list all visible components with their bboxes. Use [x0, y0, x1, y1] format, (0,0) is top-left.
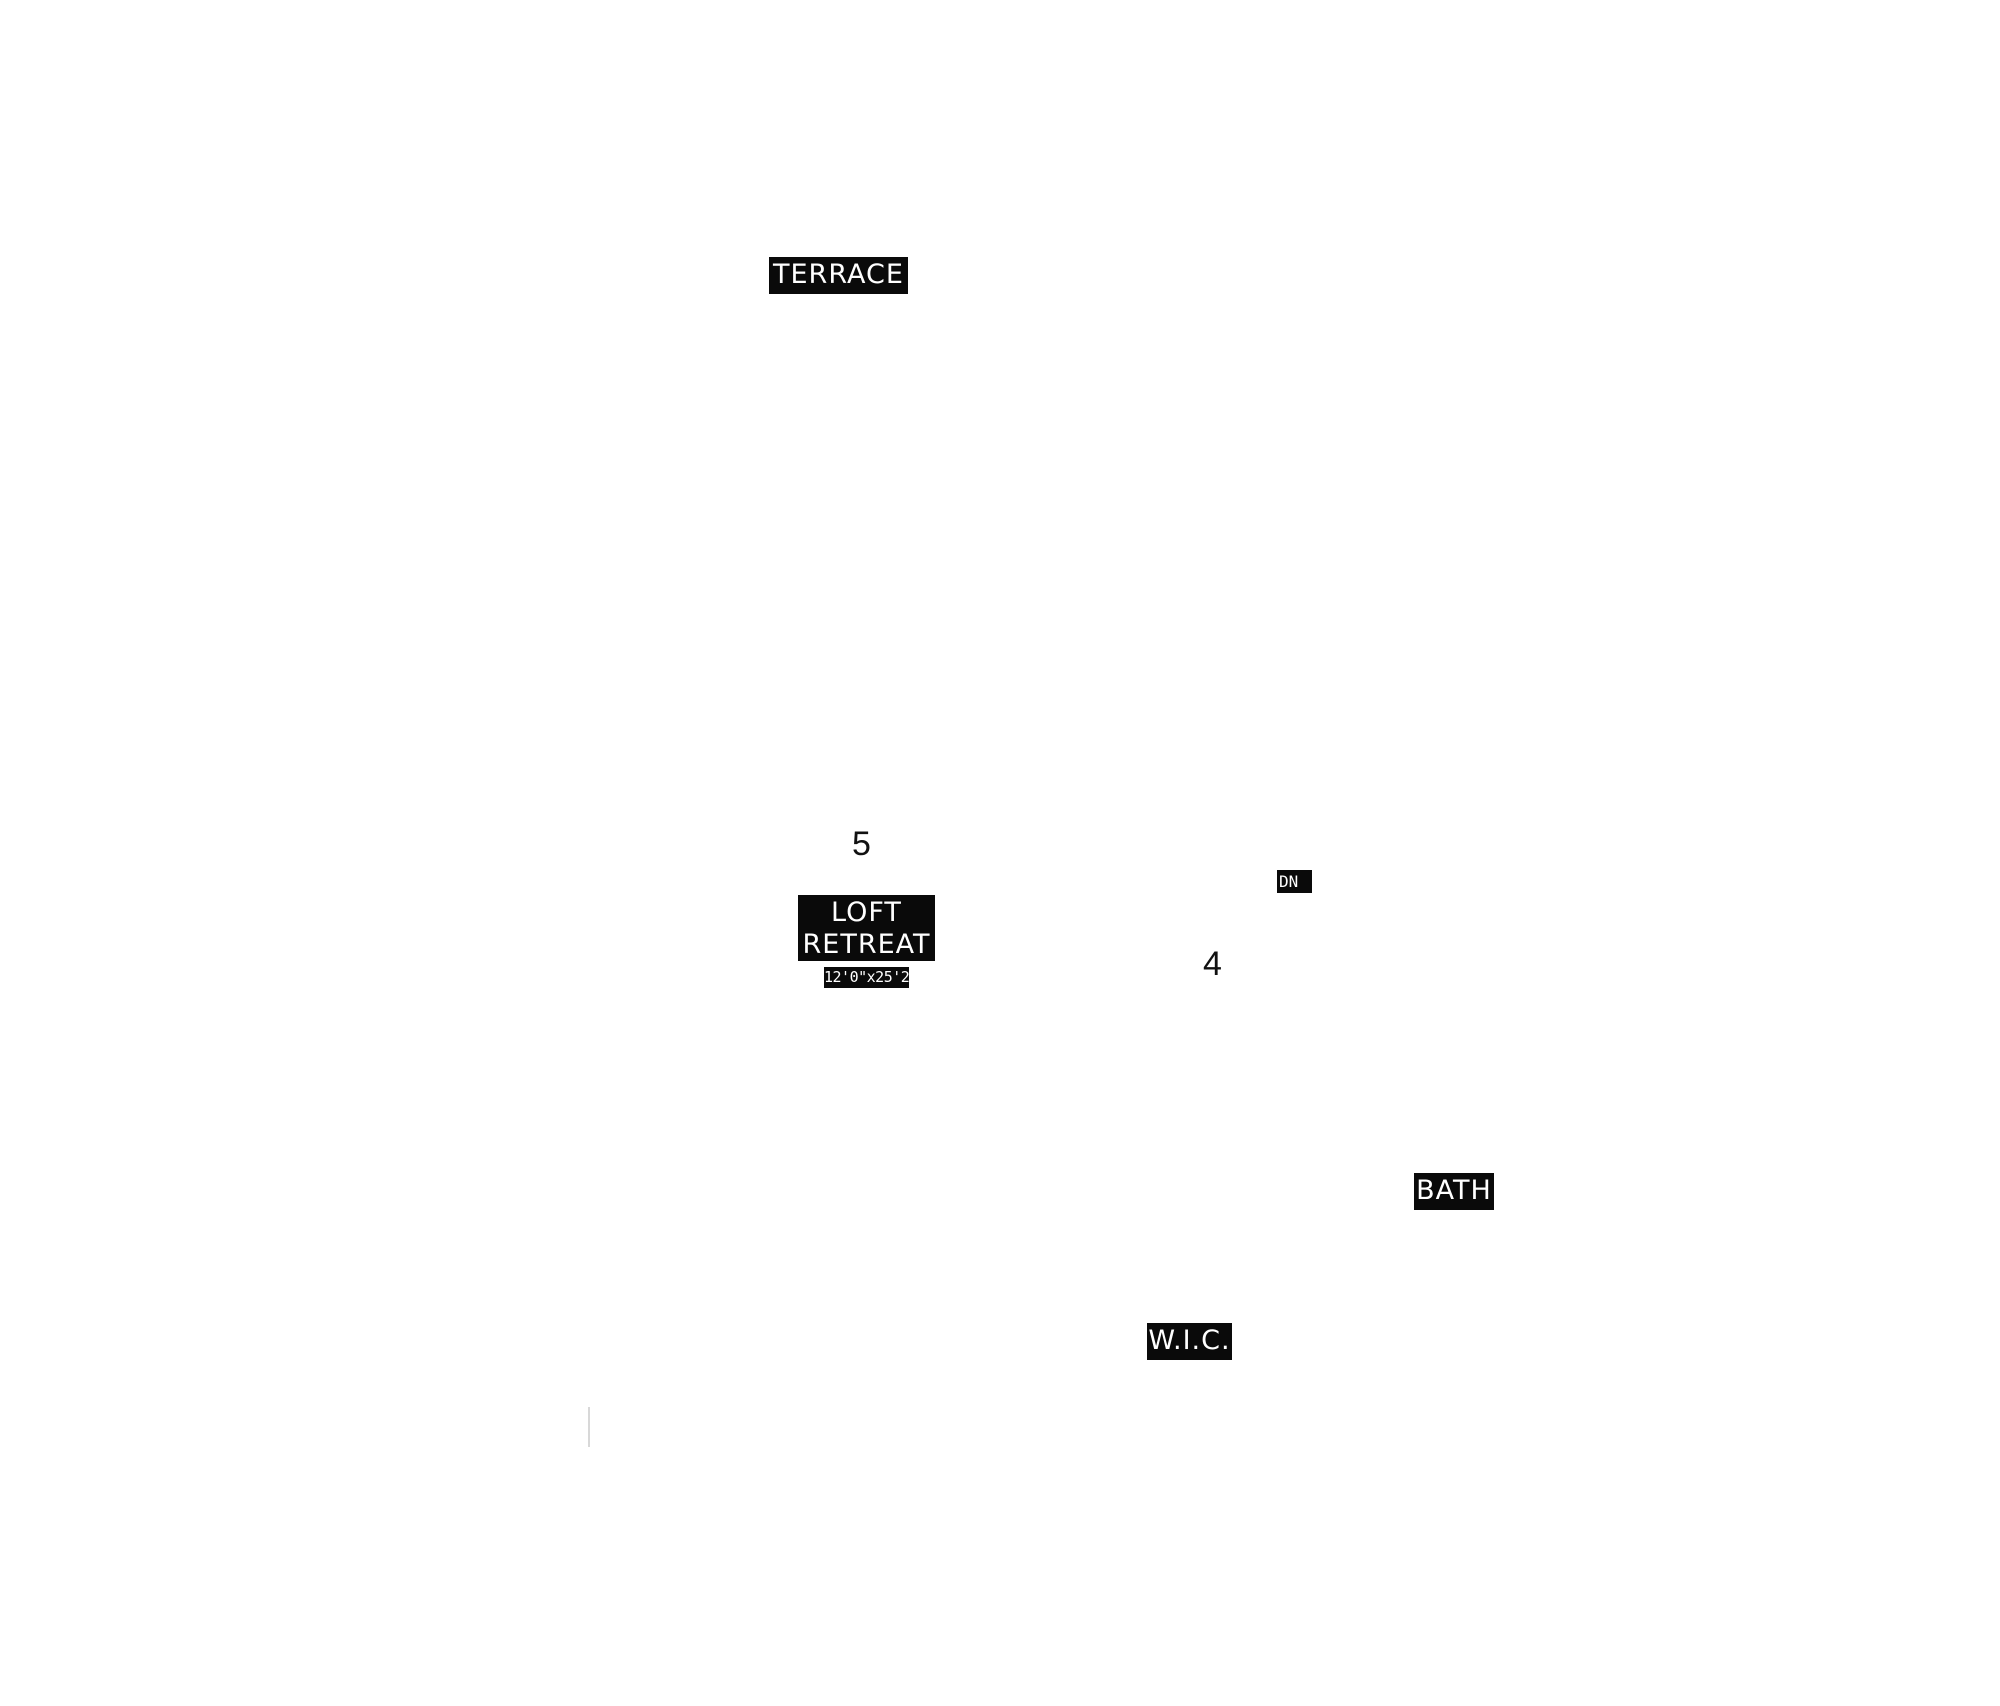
room-label-loft-retreat: LOFT RETREAT [798, 895, 935, 961]
wall-segment-mark [588, 1407, 590, 1447]
marker-number-5: 5 [852, 825, 871, 863]
marker-number-4: 4 [1203, 945, 1222, 983]
room-label-terrace: TERRACE [769, 257, 908, 294]
room-dimensions-loft-retreat: 12'0"x25'2" [824, 967, 918, 988]
loft-label-line2: RETREAT [802, 929, 931, 961]
stair-down-label: DN [1277, 870, 1312, 893]
loft-label-line1: LOFT [831, 897, 902, 928]
room-label-wic: W.I.C. [1147, 1323, 1232, 1360]
room-label-bath: BATH [1414, 1173, 1494, 1210]
